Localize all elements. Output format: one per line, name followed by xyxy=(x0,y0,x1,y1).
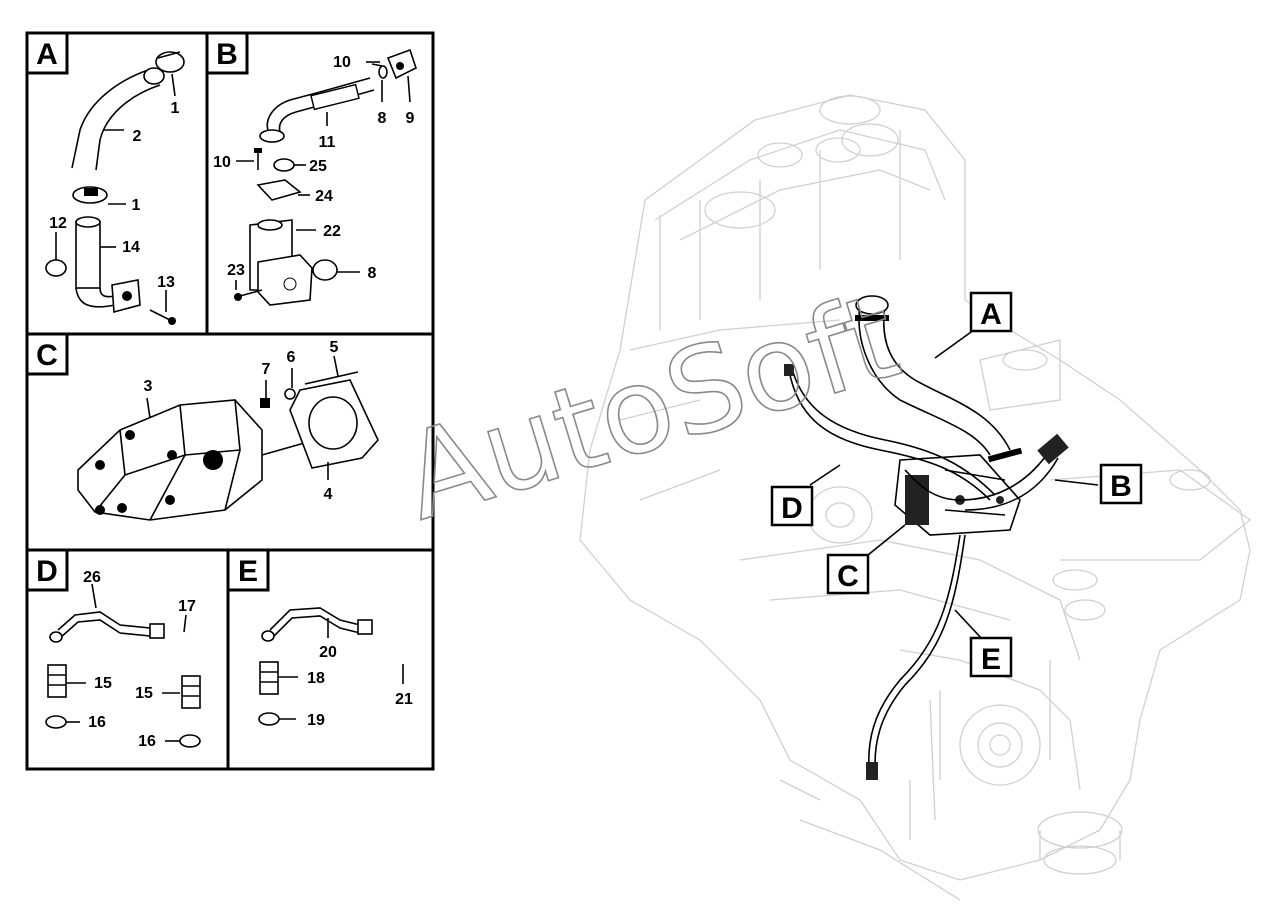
callout-a-2: 2 xyxy=(133,128,142,145)
callout-e-21: 21 xyxy=(395,691,413,708)
callout-e-20: 20 xyxy=(319,644,337,661)
assembly-label-a: A xyxy=(969,291,1013,333)
panel-d: D 26 17 15 15 16 16 xyxy=(25,548,201,750)
callout-b-23: 23 xyxy=(227,262,245,279)
callout-a-14: 14 xyxy=(122,239,140,256)
callout-e-19: 19 xyxy=(307,712,325,729)
svg-text:E: E xyxy=(981,643,1001,676)
assembly-label-d: D xyxy=(770,485,814,527)
svg-text:D: D xyxy=(781,492,803,525)
callout-b-24: 24 xyxy=(315,188,333,205)
callout-b-10: 10 xyxy=(333,54,351,71)
callout-b-9: 9 xyxy=(406,110,415,127)
callout-d-26: 26 xyxy=(83,569,101,586)
callout-e-18: 18 xyxy=(307,670,325,687)
panel-e: E 20 21 18 19 xyxy=(226,548,413,729)
callout-c-5: 5 xyxy=(330,339,339,356)
callout-c-4: 4 xyxy=(324,486,333,503)
assembly-label-e: E xyxy=(969,636,1013,678)
callout-c-6: 6 xyxy=(287,349,296,366)
machine-outline xyxy=(579,94,1252,901)
callout-a-1b: 1 xyxy=(132,197,141,214)
svg-text:B: B xyxy=(1110,470,1132,503)
callout-b-8b: 8 xyxy=(368,265,377,282)
panel-b-letter: B xyxy=(216,38,238,71)
callout-d-15a: 15 xyxy=(94,675,112,692)
panel-c-letter: C xyxy=(36,339,58,372)
panel-e-letter: E xyxy=(238,555,258,588)
callout-b-11: 11 xyxy=(319,134,336,151)
callout-c-3: 3 xyxy=(144,378,153,395)
callout-d-16b: 16 xyxy=(138,733,156,750)
callout-a-12: 12 xyxy=(49,215,67,232)
callout-a-13: 13 xyxy=(157,274,175,291)
panel-d-letter: D xyxy=(36,555,58,588)
assembly-label-c: C xyxy=(826,553,870,595)
callout-d-15b: 15 xyxy=(135,685,153,702)
panel-a: A 1 2 1 12 14 13 xyxy=(25,31,185,325)
callout-b-8: 8 xyxy=(378,110,387,127)
callout-a-1: 1 xyxy=(171,100,180,117)
assembly-callouts: A B C D E xyxy=(770,291,1143,678)
panel-a-letter: A xyxy=(36,38,58,71)
assembly-label-b: B xyxy=(1099,463,1143,505)
callout-c-7: 7 xyxy=(262,361,271,378)
svg-text:C: C xyxy=(837,560,859,593)
panel-b: B 10 xyxy=(205,31,417,306)
svg-text:A: A xyxy=(980,298,1002,331)
callout-d-17: 17 xyxy=(178,598,196,615)
callout-d-16a: 16 xyxy=(88,714,106,731)
callout-b-25: 25 xyxy=(309,158,327,175)
main-assembly xyxy=(784,295,1069,781)
callout-b-22: 22 xyxy=(323,223,341,240)
callout-b-10b: 10 xyxy=(213,154,231,171)
panel-c: C 3 7 6 5 4 xyxy=(25,332,379,521)
